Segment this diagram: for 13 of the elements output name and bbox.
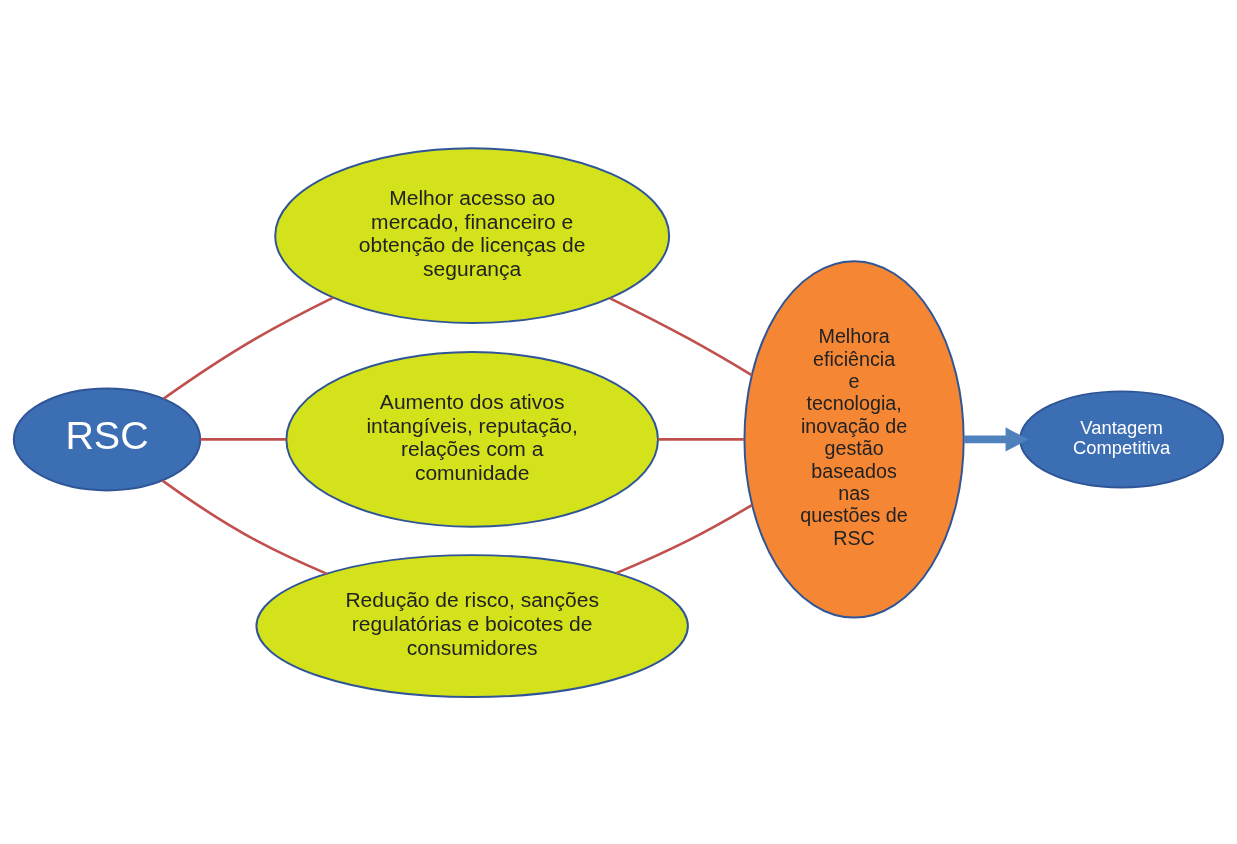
node-ellipse: Redução de risco, sanções regulatórias e boicotes de consumidores [255, 553, 689, 698]
connector [609, 296, 753, 376]
node-ellipse: Aumento dos ativos intangíveis, reputação, relações com a comunidade [285, 350, 659, 528]
connector [200, 437, 287, 441]
node-ellipse: Melhora eficiência e tecnologia, inovação de gestão baseados nas questões de RSC [743, 259, 965, 619]
connector [161, 479, 327, 575]
node-ellipse: Vantagem Competitiva [1019, 389, 1224, 488]
node-ellipse: RSC [12, 386, 202, 491]
connector [658, 437, 744, 441]
node-ellipse: Melhor acesso ao mercado, financeiro e obtenção de licenças de segurança [274, 146, 671, 324]
connector [615, 503, 753, 574]
connector [162, 296, 334, 400]
arrow [963, 426, 1029, 451]
